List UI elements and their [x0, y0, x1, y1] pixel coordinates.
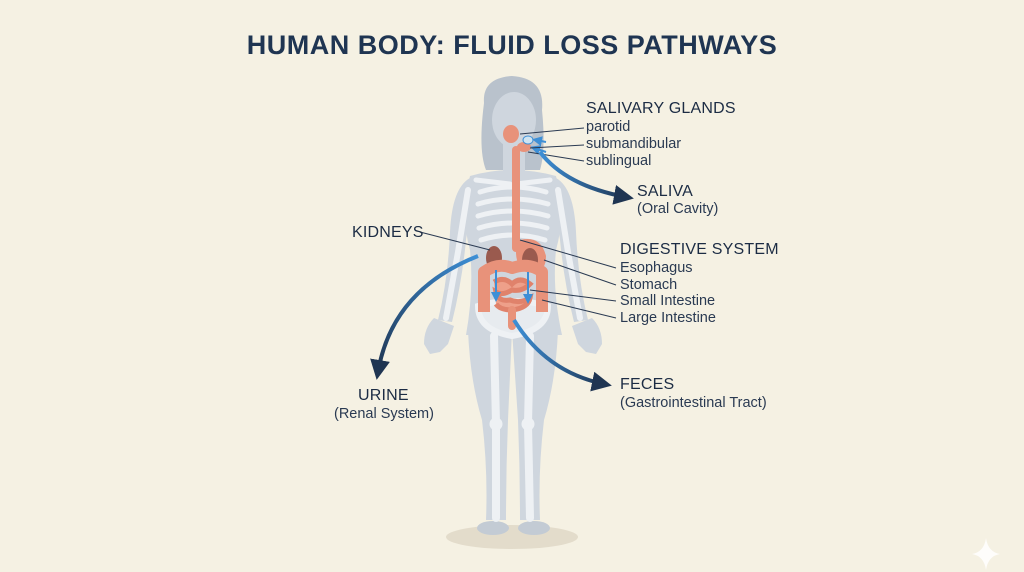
- organs: [478, 125, 548, 330]
- stomach-label: Stomach: [620, 277, 678, 293]
- leader-stomach: [543, 259, 617, 286]
- leader-lines: [419, 127, 617, 319]
- left-hand: [424, 318, 454, 354]
- urine-heading: URINE: [358, 387, 409, 404]
- esophagus-label: Esophagus: [620, 260, 693, 276]
- digestive-system-heading: DIGESTIVE SYSTEM: [620, 241, 779, 258]
- feces-subtitle: (Gastrointestinal Tract): [620, 395, 767, 411]
- feces-arrow: [512, 318, 612, 392]
- sparkle-icon: [972, 538, 1000, 570]
- urine-subtitle: (Renal System): [334, 406, 434, 422]
- page-title: HUMAN BODY: FLUID LOSS PATHWAYS: [246, 30, 778, 60]
- parotid-label: parotid: [586, 119, 631, 135]
- large-intestine: [478, 259, 548, 312]
- urine-arrow: [370, 254, 479, 380]
- saliva-heading: SALIVA: [637, 183, 694, 200]
- submandibular-label: submandibular: [586, 136, 682, 152]
- left-foot: [477, 521, 509, 535]
- leader-submandibular: [529, 144, 585, 149]
- small-intestine-label: Small Intestine: [620, 293, 716, 309]
- right-foot: [518, 521, 550, 535]
- salivary-glands-heading: SALIVARY GLANDS: [586, 100, 736, 117]
- right-hand: [572, 318, 602, 354]
- saliva-subtitle: (Oral Cavity): [637, 201, 719, 217]
- submandibular-gland: [517, 142, 531, 152]
- kidneys-label: KIDNEYS: [352, 224, 424, 241]
- sublingual-label: sublingual: [586, 153, 652, 169]
- saliva-arrow: [538, 150, 634, 205]
- right-leg: [512, 330, 558, 520]
- floor-shadow: [446, 525, 578, 549]
- leader-esophagus: [519, 239, 617, 269]
- internal-arrows: [491, 136, 547, 304]
- parotid-gland: [503, 125, 519, 143]
- leader-parotid: [519, 127, 585, 135]
- feces-heading: FECES: [620, 376, 675, 393]
- large-intestine-label: Large Intestine: [620, 310, 716, 326]
- leader-sublingual: [527, 151, 585, 162]
- oral-cavity: [522, 135, 534, 145]
- leader-large-intestine: [541, 299, 617, 319]
- leader-kidneys: [419, 231, 491, 251]
- leader-small-intestine: [529, 289, 617, 302]
